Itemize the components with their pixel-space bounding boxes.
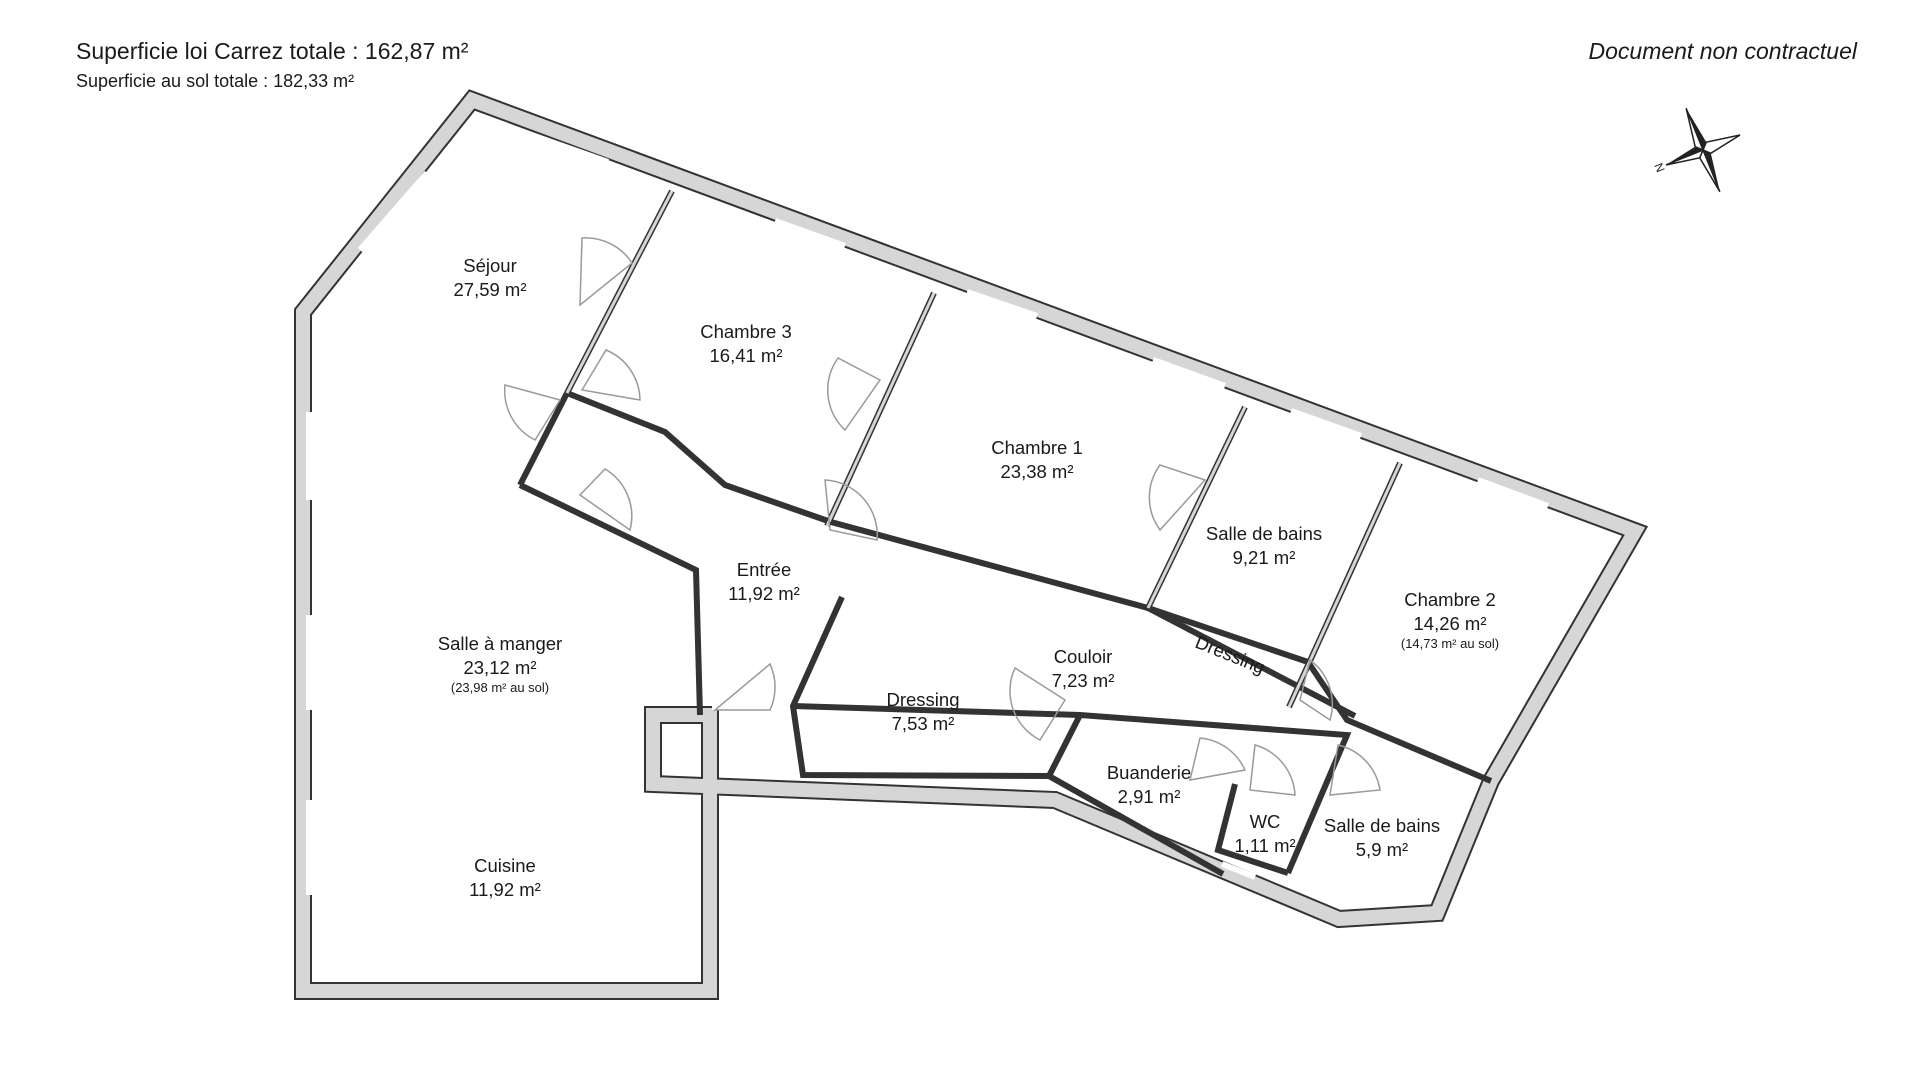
room-area: 2,91 m² (1117, 786, 1181, 807)
room-floor-area-note: (23,98 m² au sol) (450, 680, 550, 695)
room-entree: Entrée 11,92 m² (728, 558, 800, 606)
room-name: Couloir (1053, 646, 1113, 667)
room-salle-a-manger: Salle à manger 23,12 m² (23,98 m² au sol… (438, 632, 562, 696)
room-name: Chambre 3 (700, 321, 792, 342)
compass-rose-icon: N (1651, 107, 1741, 193)
room-area: 11,92 m² (469, 879, 541, 900)
room-area: 27,59 m² (453, 279, 527, 300)
room-area: 23,12 m² (463, 657, 537, 678)
room-area: 11,92 m² (728, 583, 800, 604)
room-buanderie: Buanderie 2,91 m² (1107, 761, 1191, 809)
room-sejour: Séjour 27,59 m² (453, 254, 526, 302)
room-salle-de-bains-2: Salle de bains 5,9 m² (1324, 814, 1440, 862)
room-dressing: Dressing 7,53 m² (887, 688, 960, 736)
interior-walls-fill (565, 190, 1402, 708)
door-arcs (503, 237, 1381, 796)
room-chambre-1: Chambre 1 23,38 m² (991, 436, 1083, 484)
room-area: 9,21 m² (1232, 547, 1296, 568)
room-area: 23,38 m² (1000, 461, 1074, 482)
room-area: 14,26 m² (1413, 613, 1487, 634)
room-name: Cuisine (474, 855, 536, 876)
disclaimer-label: Document non contractuel (1588, 38, 1858, 64)
room-area: 1,11 m² (1234, 835, 1296, 856)
room-couloir: Couloir 7,23 m² (1052, 645, 1115, 693)
room-area: 7,53 m² (891, 713, 955, 734)
windows (306, 134, 1550, 895)
carrez-total-label: Superficie loi Carrez totale : 162,87 m² (76, 38, 469, 64)
room-area: 7,23 m² (1051, 670, 1115, 691)
room-area: 16,41 m² (709, 345, 783, 366)
room-name: WC (1249, 811, 1281, 832)
room-wc: WC 1,11 m² (1234, 810, 1295, 858)
room-salle-de-bains-1: Salle de bains 9,21 m² (1206, 522, 1322, 570)
room-name: Chambre 2 (1404, 589, 1496, 610)
room-cuisine: Cuisine 11,92 m² (469, 854, 541, 902)
room-name: Chambre 1 (991, 437, 1083, 458)
room-name: Salle à manger (437, 633, 563, 654)
room-name: Dressing (886, 689, 960, 710)
room-area: 5,9 m² (1355, 839, 1409, 860)
room-name: Salle de bains (1205, 523, 1323, 544)
room-chambre-3: Chambre 3 16,41 m² (700, 320, 792, 368)
floor-total-label: Superficie au sol totale : 182,33 m² (76, 71, 355, 91)
room-name: Entrée (736, 559, 792, 580)
room-name: Salle de bains (1323, 815, 1441, 836)
compass-north-label: N (1651, 161, 1667, 174)
room-floor-area-note: (14,73 m² au sol) (1400, 636, 1500, 651)
room-name: Buanderie (1106, 762, 1192, 783)
room-chambre-2: Chambre 2 14,26 m² (14,73 m² au sol) (1401, 588, 1499, 652)
room-name: Séjour (463, 255, 517, 276)
